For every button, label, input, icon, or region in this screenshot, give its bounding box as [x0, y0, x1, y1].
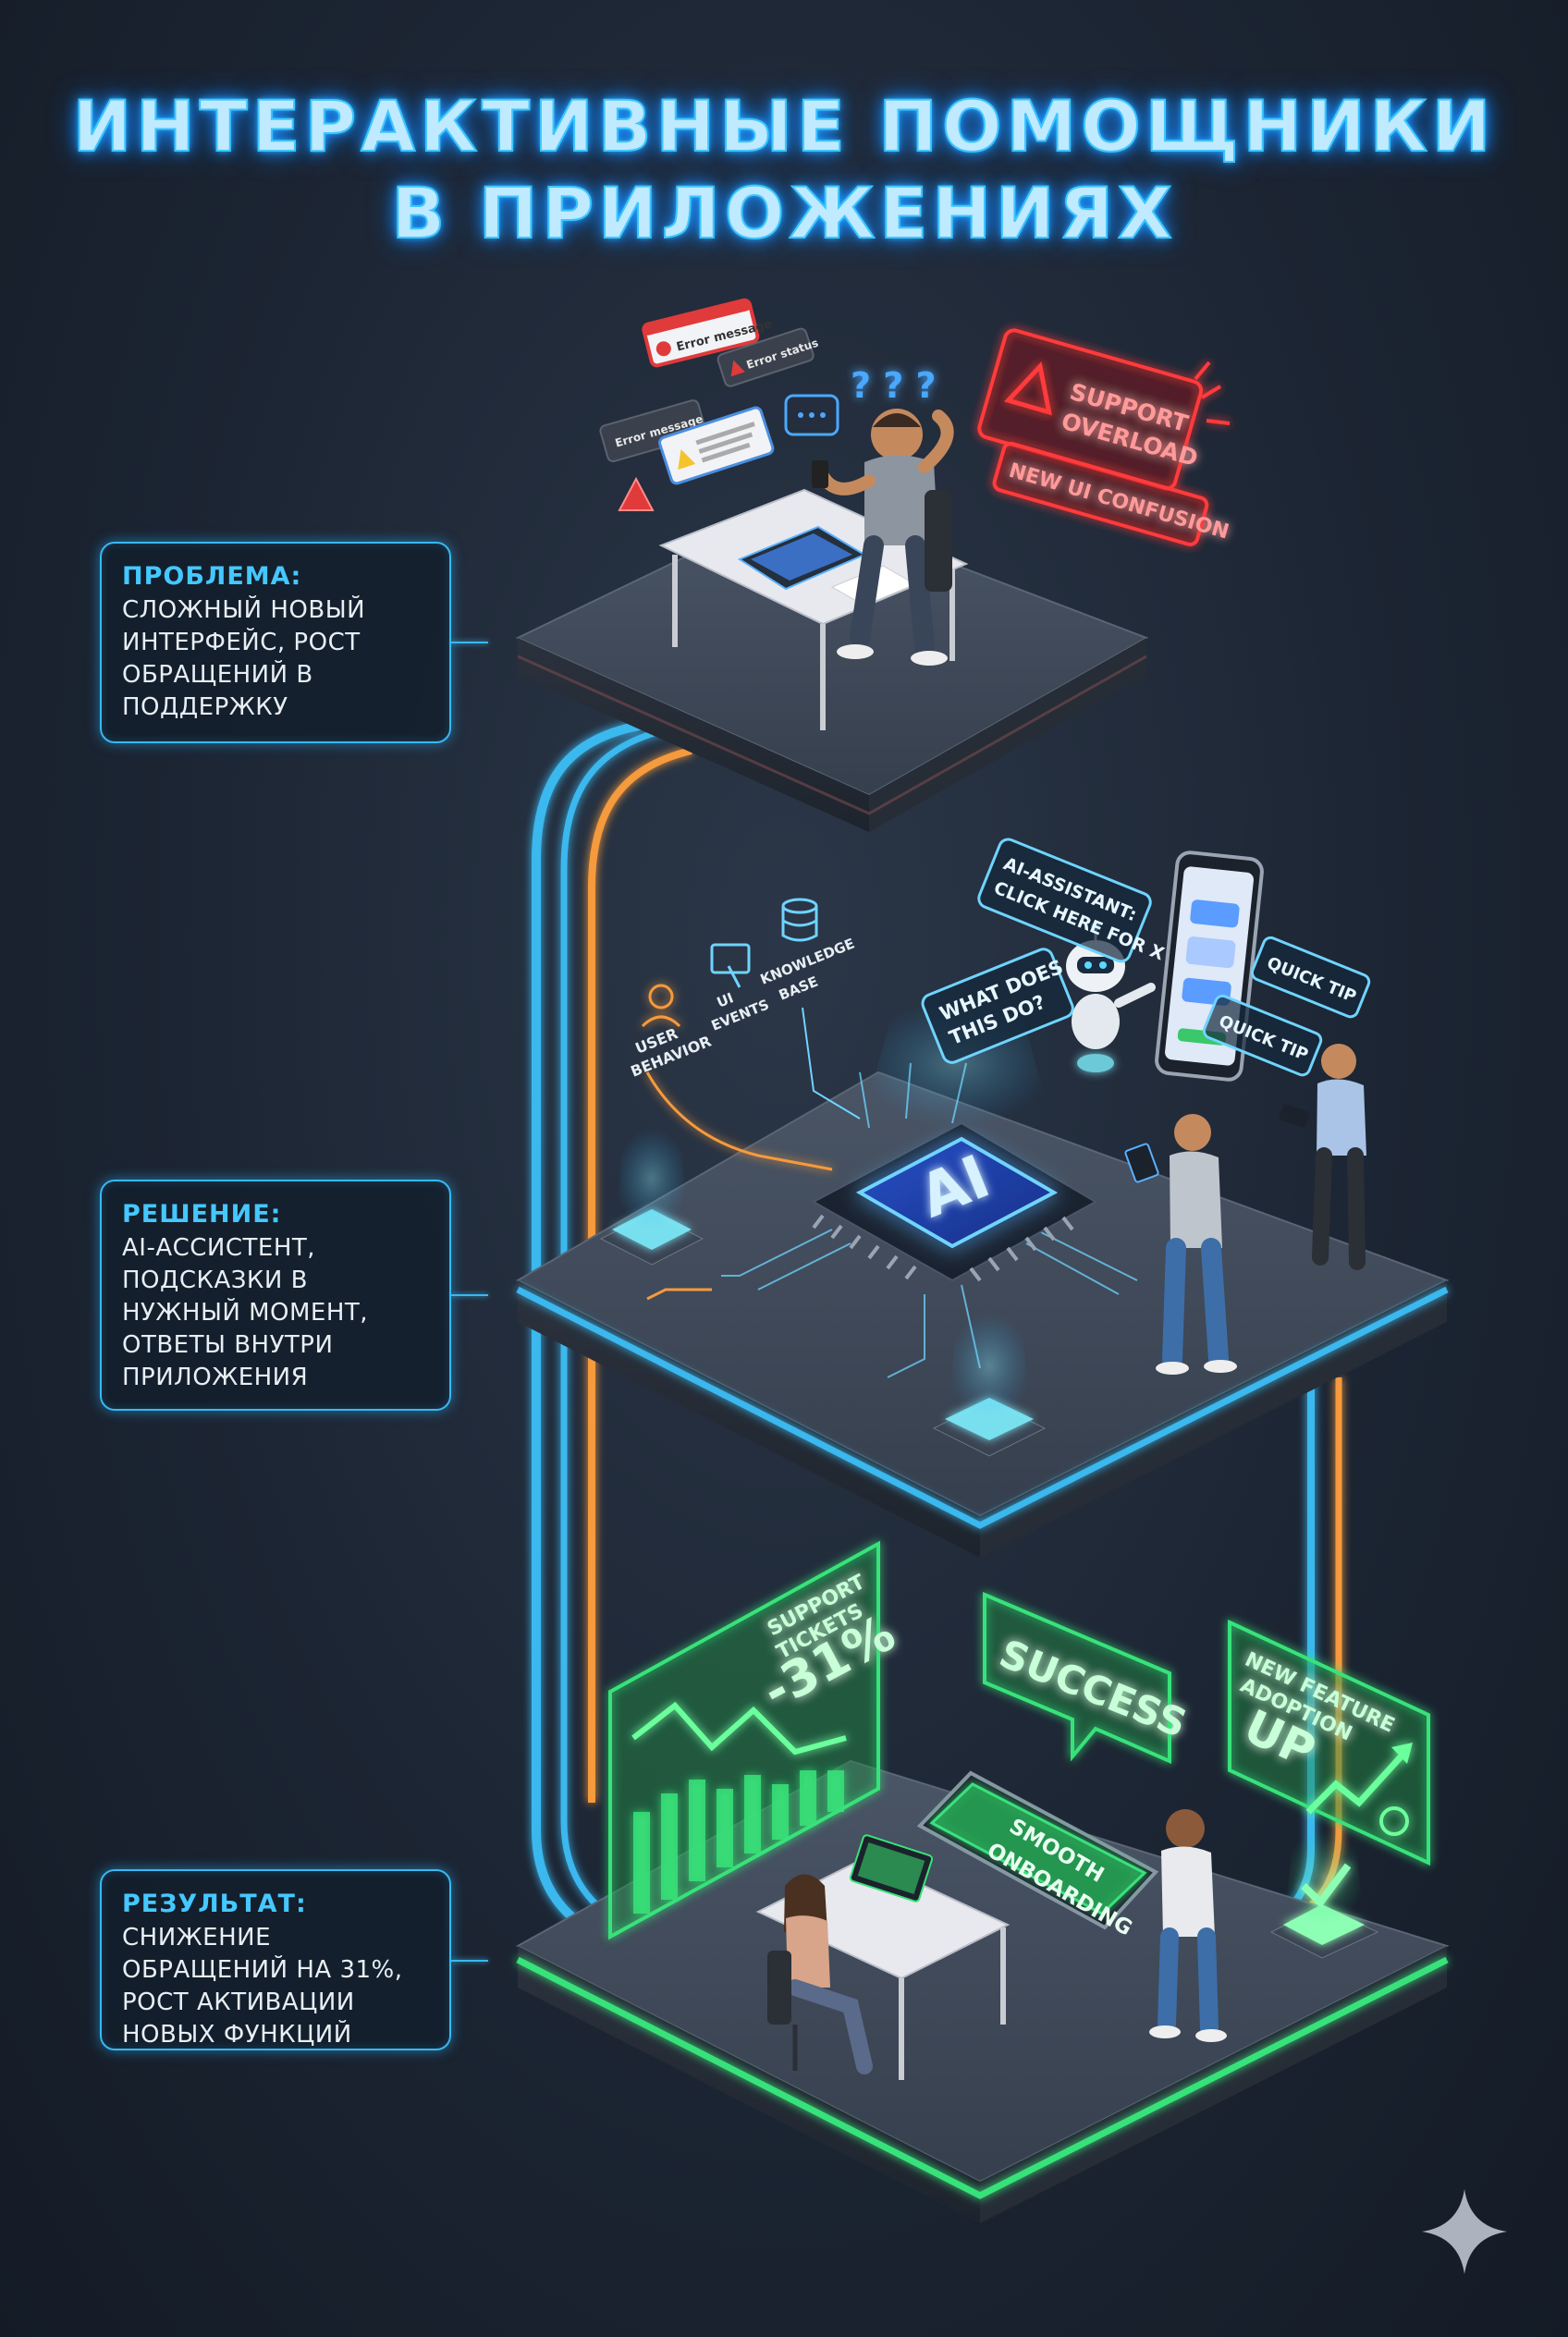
solution-text: AI-АССИСТЕНТ, ПОДСКАЗКИ В НУЖНЫЙ МОМЕНТ,… — [122, 1234, 369, 1391]
solution-heading: РЕШЕНИЕ: — [122, 1200, 282, 1229]
success-bubble: SUCCESS — [983, 1591, 1193, 1765]
problem-panel: ПРОБЛЕМА: СЛОЖНЫЙ НОВЫЙ ИНТЕРФЕЙС, РОСТ … — [100, 542, 451, 743]
office-desk — [755, 1834, 1011, 2080]
warning-icon — [655, 341, 671, 357]
platform-result: SUPPORT TICKETS -31% SUCCESS SMOOTH ONBO… — [515, 1540, 1450, 2223]
holo-pedestal-center — [932, 1313, 1047, 1457]
result-heading: РЕЗУЛЬТАТ: — [122, 1890, 307, 1918]
bar-chart-icon — [633, 1770, 844, 1914]
result-connector — [451, 1960, 488, 1962]
user-icon — [641, 984, 681, 1028]
support-overload-sign: SUPPORT OVERLOAD NEW UI CONFUSION — [977, 328, 1231, 546]
problem-connector — [451, 642, 488, 643]
manager-with-tablet — [1279, 1044, 1366, 1270]
warning-icon — [618, 476, 655, 511]
feature-adoption-panel: NEW FEATURE ADOPTION UP — [1228, 1619, 1430, 1866]
trend-down-line — [631, 1701, 847, 1756]
solution-connector — [451, 1294, 488, 1296]
working-user — [767, 1874, 873, 2074]
ui-events-icon — [710, 943, 751, 988]
holo-pedestal-left — [599, 1128, 704, 1266]
smartphone-icon — [1155, 850, 1264, 1082]
stressed-user — [812, 409, 954, 666]
input-ui-events-1: UI — [715, 989, 736, 1010]
problem-heading: ПРОБЛЕМА: — [122, 562, 302, 591]
quick-tip-2: QUICK TIP — [1202, 994, 1323, 1077]
page-title-line-1: ИНТЕРАКТИВНЫЕ ПОМОЩНИКИ — [72, 84, 1496, 168]
question-marks: ? ? ? — [851, 365, 937, 406]
error-popups: Error message Error status Error message — [599, 298, 937, 511]
result-panel: РЕЗУЛЬТАТ: СНИЖЕНИЕ ОБРАЩЕНИЙ НА 31%, РО… — [100, 1869, 451, 2050]
checkmark-icon — [1379, 1806, 1409, 1836]
holo-check-pedestal — [1269, 1830, 1379, 1959]
chat-icon — [784, 394, 839, 436]
database-icon — [781, 898, 818, 942]
trend-up-icon — [1305, 1749, 1408, 1815]
problem-text: СЛОЖНЫЙ НОВЫЙ ИНТЕРФЕЙС, РОСТ ОБРАЩЕНИЙ … — [122, 596, 366, 721]
platform-problem: Error message Error status Error message — [515, 298, 1231, 832]
solution-panel: РЕШЕНИЕ: AI-АССИСТЕНТ, ПОДСКАЗКИ В НУЖНЫ… — [100, 1180, 451, 1411]
result-text: СНИЖЕНИЕ ОБРАЩЕНИЙ НА 31%, РОСТ АКТИВАЦИ… — [122, 1924, 403, 2049]
happy-user — [1149, 1809, 1227, 2042]
quick-tip-1: QUICK TIP — [1250, 936, 1371, 1019]
user-with-tablet — [1124, 1114, 1237, 1375]
page-title-line-2: В ПРИЛОЖЕНИЯХ — [390, 171, 1177, 255]
support-tickets-panel: SUPPORT TICKETS -31% — [608, 1540, 904, 1940]
sparkle-icon — [1422, 2189, 1507, 2274]
